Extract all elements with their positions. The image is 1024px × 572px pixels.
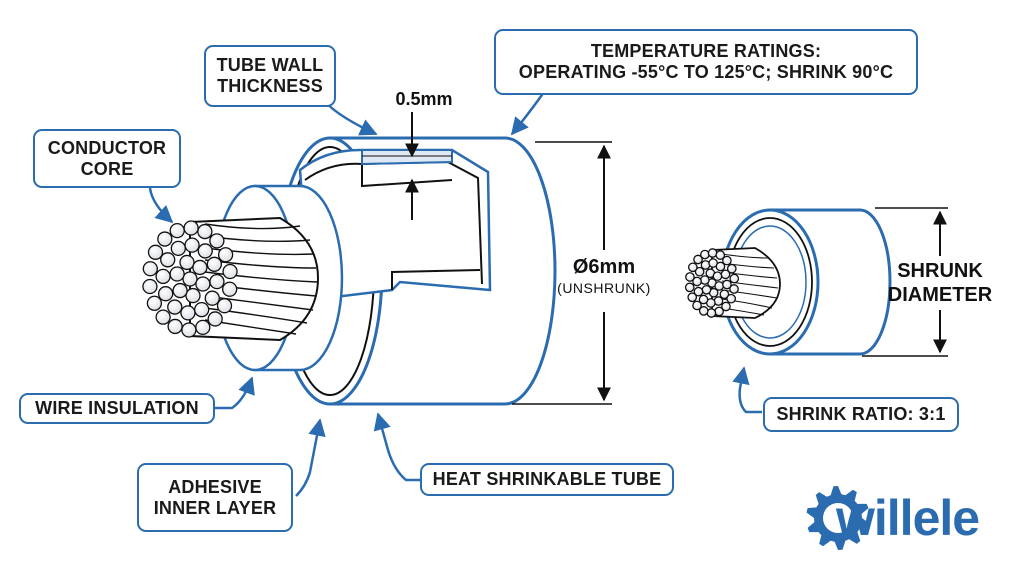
strand — [722, 279, 732, 290]
label-conductor-core: CONDUCTOR CORE — [33, 129, 181, 188]
strand — [192, 259, 208, 276]
strand — [209, 233, 225, 249]
dim-wall-thickness: 0.5mm — [395, 89, 453, 109]
strand — [184, 237, 200, 253]
strand — [204, 290, 220, 306]
strand — [700, 249, 710, 260]
tube-cutaway — [298, 148, 492, 302]
strand — [179, 254, 195, 271]
strand — [181, 322, 197, 338]
strand — [692, 300, 702, 311]
strand — [684, 282, 695, 293]
label-wire-insulation: WIRE INSULATION — [19, 393, 215, 424]
strand — [216, 298, 233, 314]
strand — [701, 284, 712, 295]
strand — [698, 294, 709, 305]
strand — [197, 223, 213, 240]
strand — [693, 254, 703, 265]
strand — [146, 295, 163, 311]
strand — [222, 263, 238, 280]
strand — [712, 271, 723, 282]
gear-icon — [806, 486, 870, 550]
dim-shrunk-diameter: SHRUNK DIAMETER — [887, 260, 993, 306]
strand — [719, 289, 730, 300]
strand — [158, 286, 174, 302]
dim-unshrunk-diameter: Ø6mm (UNSHRUNK) — [557, 256, 651, 296]
strand — [195, 276, 211, 292]
strand — [217, 247, 234, 263]
conductor-strands — [142, 220, 238, 338]
strand — [160, 252, 176, 268]
strand — [170, 240, 186, 256]
strand — [206, 256, 222, 272]
logo-wordmark: willele — [836, 490, 980, 546]
strand — [687, 262, 698, 273]
strand — [167, 318, 183, 335]
strand — [185, 287, 201, 304]
dimension-lines — [362, 112, 948, 405]
strand — [729, 273, 740, 284]
strand — [687, 292, 698, 303]
strand — [172, 282, 188, 299]
strand — [721, 301, 731, 312]
strand — [155, 268, 171, 285]
strand — [182, 271, 198, 287]
strand — [169, 222, 185, 239]
strand — [209, 273, 225, 290]
strand — [183, 220, 199, 236]
strand — [167, 299, 183, 315]
strand — [142, 261, 158, 277]
strand — [729, 284, 739, 294]
strand — [698, 306, 709, 316]
shrunk-conductor-strands — [684, 248, 740, 318]
strand — [155, 309, 171, 325]
strand — [142, 278, 158, 295]
strand — [692, 276, 702, 287]
label-temperature-ratings: TEMPERATURE RATINGS: OPERATING -55°C TO … — [494, 29, 918, 95]
label-adhesive-inner-layer: ADHESIVE INNER LAYER — [137, 463, 293, 532]
strand — [194, 302, 210, 318]
strand — [222, 281, 238, 297]
label-tube-wall-thickness: TUBE WALL THICKNESS — [204, 45, 336, 107]
strand — [715, 261, 726, 272]
strand — [195, 319, 211, 336]
shrunk-tube — [684, 208, 892, 356]
strand — [147, 244, 164, 260]
strand — [685, 272, 695, 282]
strand — [157, 231, 173, 247]
strand — [715, 250, 726, 260]
label-shrink-ratio: SHRINK RATIO: 3:1 — [763, 397, 959, 432]
strand — [714, 306, 724, 317]
strand — [180, 305, 196, 321]
strand — [694, 266, 705, 277]
strand — [726, 263, 737, 274]
strand — [722, 255, 732, 266]
strand — [197, 243, 213, 259]
unshrunk-tube — [142, 136, 557, 406]
strand — [207, 311, 223, 327]
strand — [720, 269, 731, 280]
strand — [693, 286, 704, 297]
strand — [169, 266, 185, 282]
label-heat-shrinkable-tube: HEAT SHRINKABLE TUBE — [420, 463, 674, 496]
strand — [726, 293, 737, 304]
